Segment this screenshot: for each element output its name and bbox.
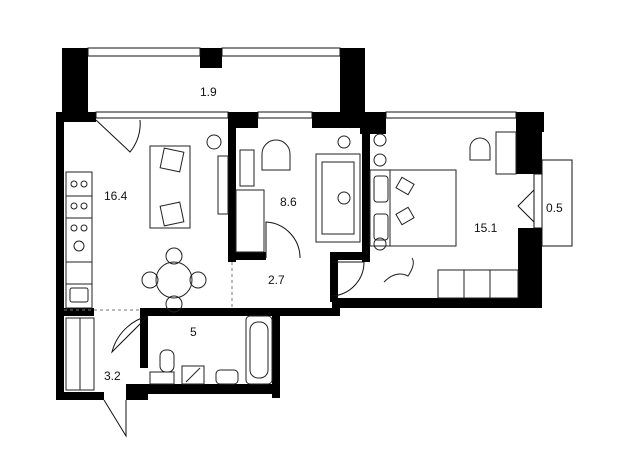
area-label-bedroom: 15.1: [474, 221, 498, 235]
area-label-balcony: 0.5: [546, 201, 563, 215]
kitchen-furniture: [65, 134, 229, 313]
area-label-loggia: 1.9: [200, 85, 217, 99]
area-label-bathroom: 5: [190, 325, 197, 339]
area-label-hallway: 2.7: [268, 273, 285, 287]
bedroom-furniture: [369, 131, 519, 299]
bathroom-furniture: [149, 315, 273, 385]
area-labels: 1.9 16.4 8.6 15.1 0.5 2.7 5 3.2: [104, 85, 563, 383]
area-label-entrance: 3.2: [104, 369, 121, 383]
entrance-furniture: [65, 317, 95, 391]
zone-lines: [64, 262, 233, 311]
small-bedroom-furniture: [235, 135, 361, 253]
walls: [56, 48, 544, 400]
doors: [95, 119, 365, 438]
area-label-bedroom-small: 8.6: [280, 195, 297, 209]
windows: [87, 47, 543, 229]
balcony: [517, 159, 573, 247]
area-label-kitchen-living: 16.4: [104, 189, 128, 203]
